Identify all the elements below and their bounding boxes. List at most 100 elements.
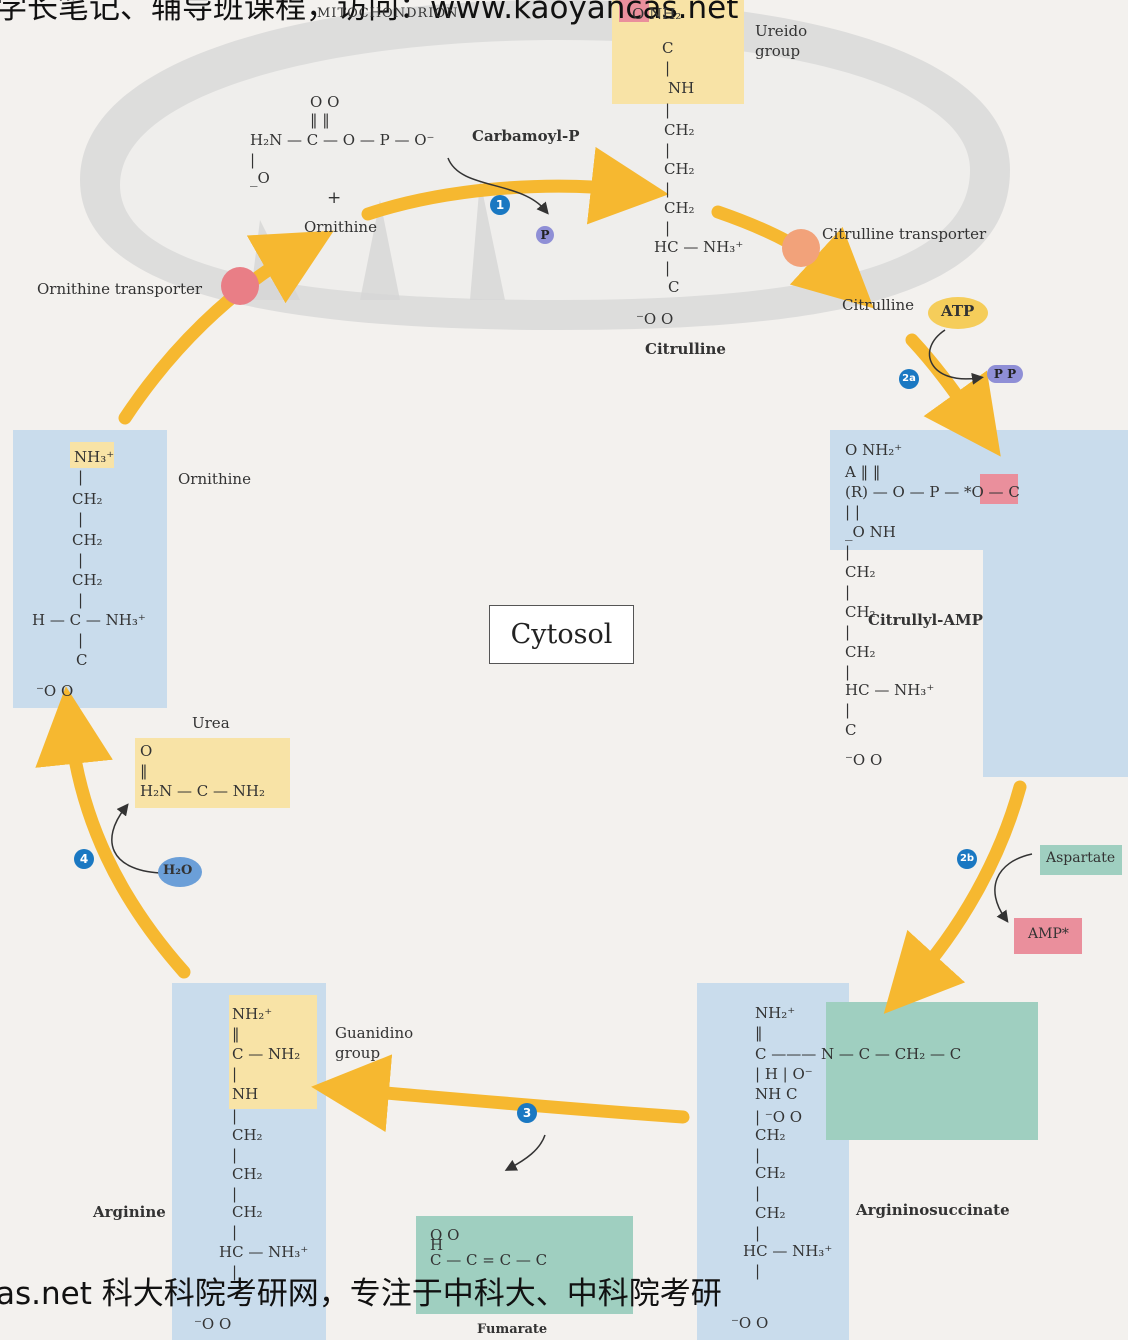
ureido-group-label-line1: Ureido [755,22,808,40]
arginine-row: ‖ [232,1025,240,1043]
step-2b-marker: 2b [957,849,977,869]
fumarate-row: H [430,1236,444,1254]
argininosuccinate-row: CH₂ [755,1164,786,1182]
citrulline-row: CH₂ [664,199,695,217]
fumarate-box [416,1216,633,1314]
arrow-atp-ppi [928,329,984,385]
mitochondrion-label: MITOCHONDRION [317,6,459,21]
ornithine-row: CH₂ [72,490,103,508]
plus-sign: + [327,188,342,208]
step-3-marker: 3 [517,1103,537,1123]
citrulline-mito-label: Citrulline [645,340,726,358]
arginine-row: HC — NH₃⁺ [219,1243,309,1261]
ureido-group-label-line2: group [755,42,801,60]
citrulline-row: CH₂ [664,160,695,178]
citrullyl-row: | [845,623,851,641]
citrulline-transporter-sphere [782,229,820,267]
step-2a-marker: 2a [899,369,919,389]
atp-label: ATP [941,302,975,320]
arrow-ornithine-import [118,230,334,425]
citrullyl-row: (R) — O — P — *O — C [845,483,1020,501]
citrulline-row: C [668,278,680,296]
citrulline-row: | [665,59,671,77]
citrullyl-row: CH₂ [845,643,876,661]
argininosuccinate-row: | [755,1224,761,1242]
citrullyl-row: | [845,701,851,719]
pyrophosphate-icon: P P [987,365,1023,383]
aspartate-box [1040,845,1122,875]
citrullyl-row: _O NH [845,523,896,541]
amp-box [1014,918,1082,954]
arginine-row: NH [232,1085,259,1103]
arginine-row: | [232,1107,238,1125]
arginine-row: ⁻O O [194,1315,232,1333]
urea-row: H₂N — C — NH₂ [140,782,265,800]
citrulline-row: HC — NH₃⁺ [654,238,744,256]
aspartyl-teal-box [826,1002,1038,1140]
arrow-fumarate-release [504,1134,546,1171]
arrow-step1 [361,146,669,225]
fumarate-row: O O [430,1226,460,1244]
citrulline-row: | [665,141,671,159]
ornithine-transporter-label: Ornithine transporter [37,280,203,298]
ornithine-box [13,430,167,708]
citrullyl-row: CH₂ [845,563,876,581]
citrulline-row: CH₂ [664,121,695,139]
step-4-marker: 4 [74,849,94,869]
ornithine-row: H — C — NH₃⁺ [32,611,146,629]
arrow-step4 [35,686,191,979]
argininosuccinate-row: HC — NH₃⁺ [743,1242,833,1260]
citrulline-row: | [665,180,671,198]
arginine-row: CH₂ [232,1165,263,1183]
ornithine-cytosol-label: Ornithine [178,470,251,488]
ornithine-row: NH₃⁺ [74,448,115,466]
urea-row: ‖ [140,762,148,780]
ornithine-row: | [78,468,84,486]
arrow-phosphate-release [447,157,549,215]
citrullyl-row: HC — NH₃⁺ [845,681,935,699]
arginine-row: | [232,1223,238,1241]
arginine-row: C — NH₂ [232,1045,301,1063]
argininosuccinate-row: | [755,1146,761,1164]
step-1-marker: 1 [490,195,510,215]
aspartate-label: Aspartate [1046,850,1116,866]
argininosuccinate-row: | [755,1184,761,1202]
arginine-label: Arginine [93,1203,166,1221]
watermark-top: 学长笔记、辅导班课程，访问：www.kaoyancas.net [0,0,739,26]
citrullyl-amp-label: Citrullyl-AMP [868,611,983,629]
ornithine-row: CH₂ [72,571,103,589]
arginine-row: | [232,1146,238,1164]
ornithine-row: | [78,631,84,649]
argininosuccinate-row: C ——— N — C — CH₂ — C [755,1045,962,1063]
fumarate-label: Fumarate [477,1322,548,1337]
guanidino-group-label-line1: Guanidino [335,1024,414,1042]
citrulline-row: C [662,39,674,57]
argininosuccinate-row: NH C [755,1085,798,1103]
carbamoyl-p-label: Carbamoyl-P [472,127,580,145]
h2o-label: H₂O [163,863,193,878]
citrullyl-o-highlight [980,474,1018,504]
ornithine-row: CH₂ [72,531,103,549]
citrulline-row: | [665,219,671,237]
carbamoyl-row: _O [250,169,270,187]
citrullyl-row: A ‖ ‖ [845,463,881,481]
arginine-row: | [232,1263,238,1281]
watermark-bottom: as.net 科大科院考研网，专注于中科大、中科院考研 [0,1276,722,1312]
citrulline-row: NH [668,79,695,97]
arrow-water [111,803,161,874]
h2o-blob [158,857,202,887]
pyrophosphate-label: P P [993,367,1017,381]
fumarate-row: C — C = C — C [430,1251,548,1269]
arginine-row: CH₂ [232,1203,263,1221]
argininosuccinate-row: CH₂ [755,1204,786,1222]
citrulline-row: | [665,259,671,277]
urea-box [135,738,290,808]
carbamoyl-row: O O [310,93,340,111]
carbamoyl-row: H₂N — C — O — P — O⁻ [250,131,435,149]
citrullyl-row: O NH₂⁺ [845,441,903,459]
citrullyl-row: | [845,583,851,601]
citrullyl-row: CH₂ [845,603,876,621]
argininosuccinate-row: ⁻O O [731,1314,769,1332]
citrullyl-row: | | [845,503,860,521]
argininosuccinate-box [697,983,849,1340]
